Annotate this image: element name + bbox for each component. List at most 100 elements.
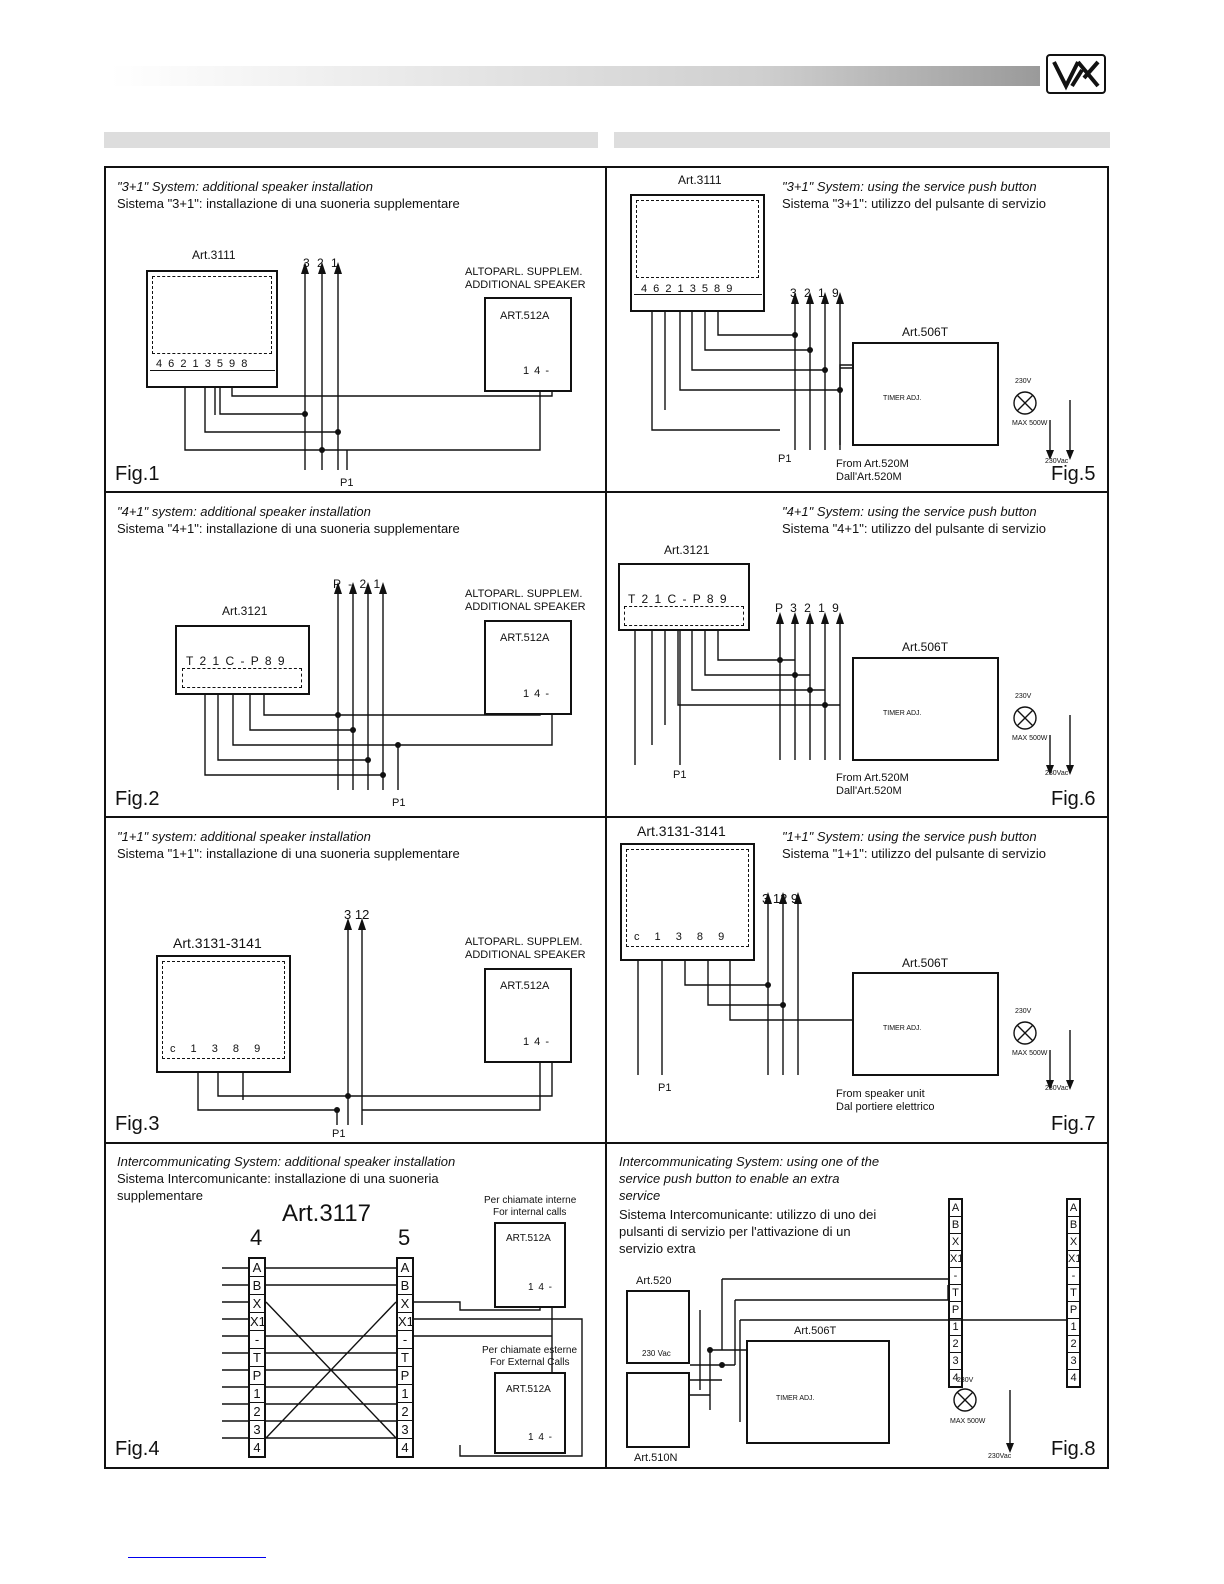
p3-speaker-art: ART.512A [500, 980, 550, 992]
p5-unit-inner [636, 200, 759, 278]
p8-relay-box [746, 1340, 890, 1444]
p7-wires: 3 12 9 [762, 891, 799, 906]
p1-terminals: 4 6 2 1 3 5 9 8 [156, 358, 248, 370]
col-cell: 2 [1068, 1336, 1079, 1353]
col-cell: T [950, 1285, 961, 1302]
p2-speaker-label2: ADDITIONAL SPEAKER [465, 601, 586, 613]
col-cell: 2 [950, 1336, 961, 1353]
p6-max: MAX 500W [1012, 735, 1048, 742]
p7-vac: 230Vac [1045, 1085, 1069, 1092]
footer-link-line [128, 1557, 266, 1558]
p7-max: MAX 500W [1012, 1050, 1048, 1057]
col-cell: - [398, 1331, 412, 1349]
col-cell: 4 [401, 1440, 409, 1455]
grid-divider-row2 [104, 816, 1109, 818]
p4-speaker-ext-art: ART.512A [506, 1384, 551, 1395]
p4-speaker-int-terms: 1 4 - [528, 1282, 553, 1293]
col-cell: A [250, 1259, 264, 1277]
p4-fig-label: Fig.4 [115, 1438, 160, 1460]
col-cell: - [1068, 1268, 1079, 1285]
col-cell: B [950, 1217, 961, 1234]
p5-p1: P1 [778, 453, 792, 465]
p7-relay-box [852, 972, 999, 1076]
p5-relay-art: Art.506T [902, 325, 949, 339]
col-cell: 3 [398, 1421, 412, 1439]
col-cell: B [250, 1277, 264, 1295]
p5-terminals: 4 6 2 1 3 5 8 9 [641, 283, 733, 295]
col-cell: X [250, 1295, 264, 1313]
p5-intercom-unit [630, 194, 765, 312]
p5-terminal-strip [634, 294, 762, 309]
col-cell: B [398, 1277, 412, 1295]
col-cell: P [250, 1367, 264, 1385]
p8-230v: 230V [957, 1377, 974, 1384]
p2-p1: P1 [392, 797, 406, 809]
p2-terminal-strip [182, 668, 302, 688]
col-cell: P [950, 1302, 961, 1319]
p5-relay-box [852, 342, 999, 446]
p1-speaker-box [484, 297, 572, 392]
p1-speaker-label2: ADDITIONAL SPEAKER [465, 279, 586, 291]
p2-wires: P - 2 1 [333, 577, 381, 591]
col-cell: 3 [1068, 1353, 1079, 1370]
col-cell: 1 [950, 1319, 961, 1336]
header-gradient-bar [110, 66, 1040, 86]
p7-art: Art.3131-3141 [637, 823, 726, 839]
brand-logo [1046, 54, 1106, 94]
p7-from1: From speaker unit [836, 1088, 925, 1100]
p5-art: Art.3111 [678, 173, 722, 187]
p6-230v: 230V [1015, 693, 1032, 700]
p3-speaker-box [484, 968, 572, 1063]
p2-speaker-terms: 1 4 - [523, 688, 550, 700]
col-cell: - [950, 1268, 961, 1285]
p3-wires: 3 12 [344, 907, 370, 922]
p1-intercom-unit [146, 270, 278, 388]
p4-title-it1: Sistema Intercomunicante: installazione … [117, 1171, 439, 1186]
section-bar-right [614, 132, 1110, 148]
p8-art2: Art.510N [634, 1452, 678, 1464]
col-cell: - [250, 1331, 264, 1349]
p8-art520-box [626, 1290, 690, 1364]
p7-relay-art: Art.506T [902, 956, 949, 970]
p2-speaker-label1: ALTOPARL. SUPPLEM. [465, 588, 583, 600]
p5-timer-label: TIMER ADJ. [883, 395, 922, 402]
col-cell: 3 [950, 1353, 961, 1370]
col-cell: X1 [398, 1314, 414, 1331]
p6-vac: 230Vac [1045, 770, 1069, 777]
col-cell: X1 [1068, 1251, 1081, 1268]
p2-intercom-unit [175, 625, 310, 695]
p1-speaker-terms: 1 4 - [523, 365, 550, 377]
p3-fig-label: Fig.3 [115, 1113, 160, 1135]
p2-fig-label: Fig.2 [115, 788, 160, 810]
col-cell: 1 [1068, 1319, 1079, 1336]
p2-terminals: T 2 1 C - P 8 9 [186, 654, 285, 668]
p4-int-label1: Per chiamate interne [484, 1195, 577, 1206]
p6-relay-box [852, 657, 999, 761]
p3-title-it: Sistema "1+1": installazione di una suon… [117, 846, 460, 861]
p4-title-it2: supplementare [117, 1188, 203, 1203]
p1-speaker-art: ART.512A [500, 310, 550, 322]
col-cell: 4 [253, 1440, 261, 1455]
col-cell: P [398, 1367, 412, 1385]
p3-unit-inner [162, 961, 285, 1059]
col-cell: 2 [250, 1403, 264, 1421]
p4-speaker-int-art: ART.512A [506, 1233, 551, 1244]
p6-terminals: T 2 1 C - P 8 9 [628, 592, 727, 606]
col-cell: X [1068, 1234, 1079, 1251]
p4-speaker-ext-terms: 1 4 - [528, 1432, 553, 1443]
p7-from2: Dal portiere elettrico [836, 1101, 935, 1113]
col-cell: B [1068, 1217, 1079, 1234]
p3-terminals: c 1 3 8 9 [170, 1043, 261, 1055]
p8-title-it3: servizio extra [619, 1241, 696, 1256]
p8-art510n-box [626, 1372, 690, 1448]
p8-timer-label: TIMER ADJ. [776, 1395, 815, 1402]
col-cell: T [398, 1349, 412, 1367]
p5-wires: 3 2 1 9 [790, 286, 839, 300]
col-cell: X [398, 1295, 412, 1313]
p8-art1: Art.520 [636, 1275, 672, 1287]
p6-art: Art.3121 [664, 543, 710, 557]
p4-speaker-int [494, 1222, 566, 1308]
p3-speaker-label2: ADDITIONAL SPEAKER [465, 949, 586, 961]
